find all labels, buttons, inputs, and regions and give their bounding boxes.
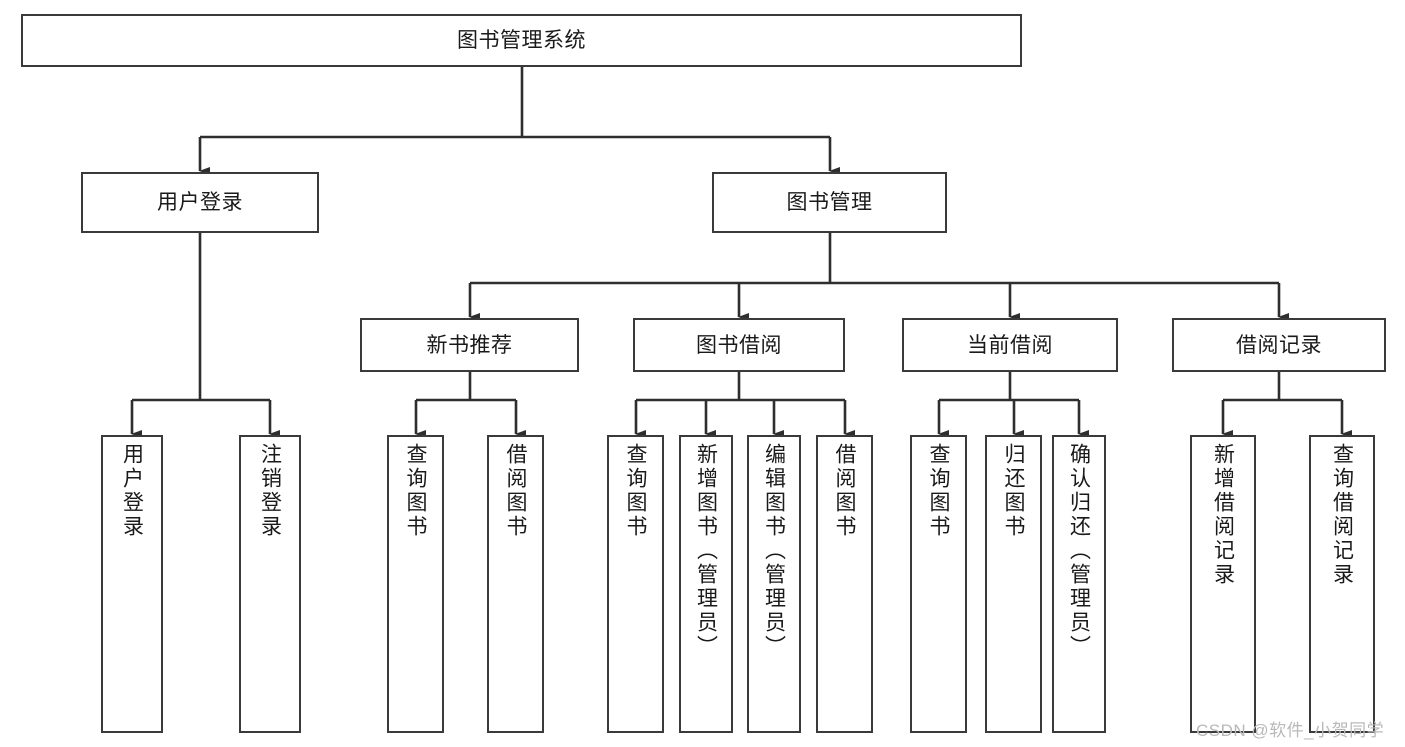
node-leaf-edit-book-label: 编辑图书（管理员） [762, 443, 786, 659]
node-leaf-query-book-2-label: 查询图书 [624, 443, 647, 539]
node-book-manage-label: 图书管理 [786, 191, 873, 214]
node-book-manage[interactable]: 图书管理 [712, 172, 947, 233]
node-root-label: 图书管理系统 [457, 29, 586, 52]
node-leaf-user-login[interactable]: 用户登录 [101, 435, 163, 733]
connector-bus [470, 233, 1279, 285]
node-current-borrow[interactable]: 当前借阅 [902, 318, 1118, 372]
node-root[interactable]: 图书管理系统 [21, 14, 1022, 67]
node-user-login-label: 用户登录 [157, 191, 243, 214]
node-user-login[interactable]: 用户登录 [81, 172, 319, 233]
connector-bus [132, 233, 270, 402]
node-leaf-logout-label: 注销登录 [258, 443, 282, 539]
node-leaf-add-record-label: 新增借阅记录 [1211, 443, 1235, 587]
connector-bus [416, 372, 516, 402]
node-leaf-return-book[interactable]: 归还图书 [985, 435, 1042, 733]
node-current-borrow-label: 当前借阅 [967, 333, 1053, 357]
edge-group [130, 67, 1352, 439]
node-new-book-recommend[interactable]: 新书推荐 [360, 318, 579, 372]
connector-bus [200, 67, 830, 139]
node-leaf-borrow-book-2[interactable]: 借阅图书 [816, 435, 873, 733]
node-book-borrow[interactable]: 图书借阅 [633, 318, 845, 372]
node-leaf-edit-book[interactable]: 编辑图书（管理员） [747, 435, 801, 733]
node-leaf-add-book[interactable]: 新增图书（管理员） [679, 435, 733, 733]
node-leaf-borrow-book-1-label: 借阅图书 [504, 443, 527, 539]
node-leaf-user-login-label: 用户登录 [120, 443, 144, 539]
node-leaf-confirm-return-label: 确认归还（管理员） [1067, 443, 1091, 659]
node-borrow-record[interactable]: 借阅记录 [1172, 318, 1386, 372]
connector-bus [636, 372, 845, 402]
node-leaf-return-book-label: 归还图书 [1002, 443, 1025, 539]
node-leaf-query-record-label: 查询借阅记录 [1330, 443, 1354, 587]
node-leaf-query-book-1[interactable]: 查询图书 [387, 435, 444, 733]
node-new-book-recommend-label: 新书推荐 [426, 333, 513, 357]
node-leaf-query-book-3[interactable]: 查询图书 [910, 435, 967, 733]
node-leaf-query-book-2[interactable]: 查询图书 [607, 435, 664, 733]
node-leaf-query-record[interactable]: 查询借阅记录 [1309, 435, 1375, 733]
node-leaf-borrow-book-1[interactable]: 借阅图书 [487, 435, 544, 733]
node-leaf-query-book-1-label: 查询图书 [404, 443, 427, 539]
node-leaf-add-book-label: 新增图书（管理员） [694, 443, 718, 659]
node-leaf-confirm-return[interactable]: 确认归还（管理员） [1052, 435, 1106, 733]
node-borrow-record-label: 借阅记录 [1236, 333, 1322, 357]
connector-bus [1223, 372, 1342, 402]
connector-bus [939, 372, 1079, 402]
node-book-borrow-label: 图书借阅 [696, 333, 782, 357]
node-leaf-add-record[interactable]: 新增借阅记录 [1190, 435, 1256, 733]
node-leaf-borrow-book-2-label: 借阅图书 [833, 443, 856, 539]
node-leaf-query-book-3-label: 查询图书 [927, 443, 950, 539]
node-leaf-logout[interactable]: 注销登录 [239, 435, 301, 733]
